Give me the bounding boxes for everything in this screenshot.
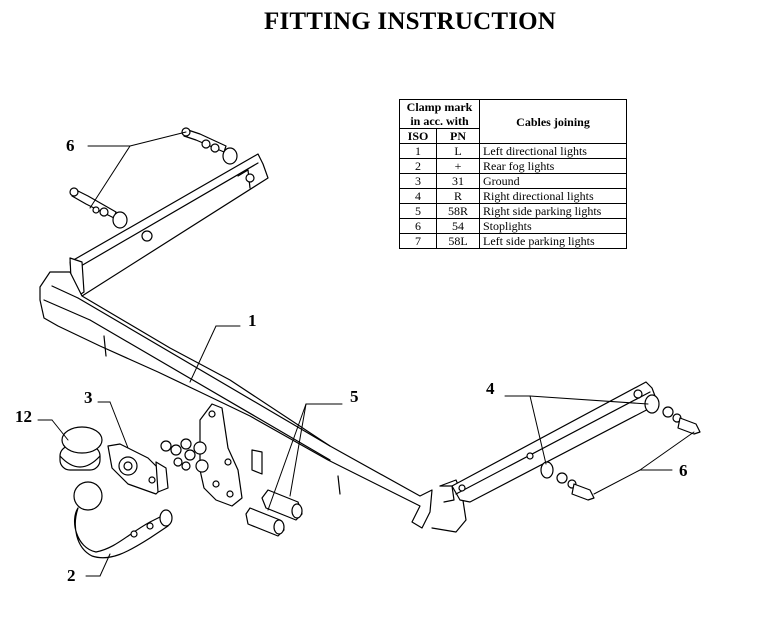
ball-mount-plate — [199, 403, 263, 507]
tow-ball — [73, 481, 173, 559]
table-row: 3 31 Ground — [399, 173, 627, 189]
callout-6-right: 6 — [679, 461, 688, 480]
right-side-arm — [439, 381, 659, 503]
table-row: 6 54 Stoplights — [399, 218, 627, 234]
callout-12: 12 — [15, 407, 32, 426]
table-row: 1 L Left directional lights — [399, 143, 627, 159]
callout-4: 4 — [486, 379, 495, 398]
callout-5: 5 — [350, 387, 359, 406]
right-fixings — [540, 394, 701, 501]
cables-joining-header: Cables joining — [479, 99, 627, 144]
callout-2: 2 — [67, 566, 76, 585]
page-title: FITTING INSTRUCTION — [263, 8, 557, 35]
table-row: 5 58R Right side parking lights — [399, 203, 627, 219]
callout-6-left: 6 — [66, 136, 75, 155]
callout-1: 1 — [248, 311, 257, 330]
callout-3: 3 — [84, 388, 93, 407]
iso-header: ISO — [399, 128, 437, 144]
table-row: 2 + Rear fog lights — [399, 158, 627, 174]
plate-hardware — [160, 438, 209, 473]
cable-connection-table: Clamp mark in acc. with Cables joining I… — [399, 99, 627, 249]
bolts-5 — [245, 489, 303, 537]
socket-plate — [107, 443, 169, 495]
clamp-mark-header: Clamp mark in acc. with — [399, 99, 480, 129]
left-fixings — [69, 127, 238, 229]
left-side-arm — [68, 153, 269, 301]
table-row: 7 58L Left side parking lights — [399, 233, 627, 249]
main-cross-beam — [39, 271, 467, 533]
pn-header: PN — [436, 128, 480, 144]
ball-cover — [59, 426, 103, 471]
table-row: 4 R Right directional lights — [399, 188, 627, 204]
leader-lines — [37, 131, 695, 577]
